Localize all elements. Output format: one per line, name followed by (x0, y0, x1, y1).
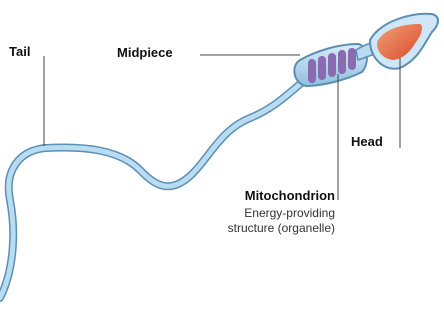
midpiece-label: Midpiece (117, 45, 173, 60)
mitochondrion-description-line-2: structure (organelle) (228, 221, 335, 236)
mitochondrion-description-line-1: Energy-providing (228, 206, 335, 221)
mitochondrion-description: Energy-providing structure (organelle) (228, 206, 335, 236)
tail (0, 74, 312, 298)
midpiece (294, 42, 380, 86)
mitochondrion-label: Mitochondrion (245, 188, 335, 203)
head-label: Head (351, 134, 383, 149)
head (370, 14, 438, 69)
tail-label: Tail (9, 44, 30, 59)
tail-outline (0, 74, 312, 298)
